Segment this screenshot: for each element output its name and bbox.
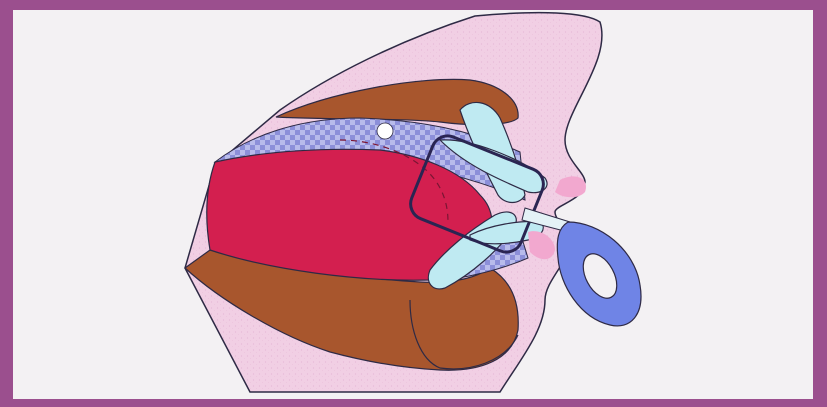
ring-handle [557, 222, 641, 326]
mouth-device-diagram [13, 10, 813, 399]
white-dot [377, 123, 393, 139]
figure-panel [13, 10, 813, 399]
